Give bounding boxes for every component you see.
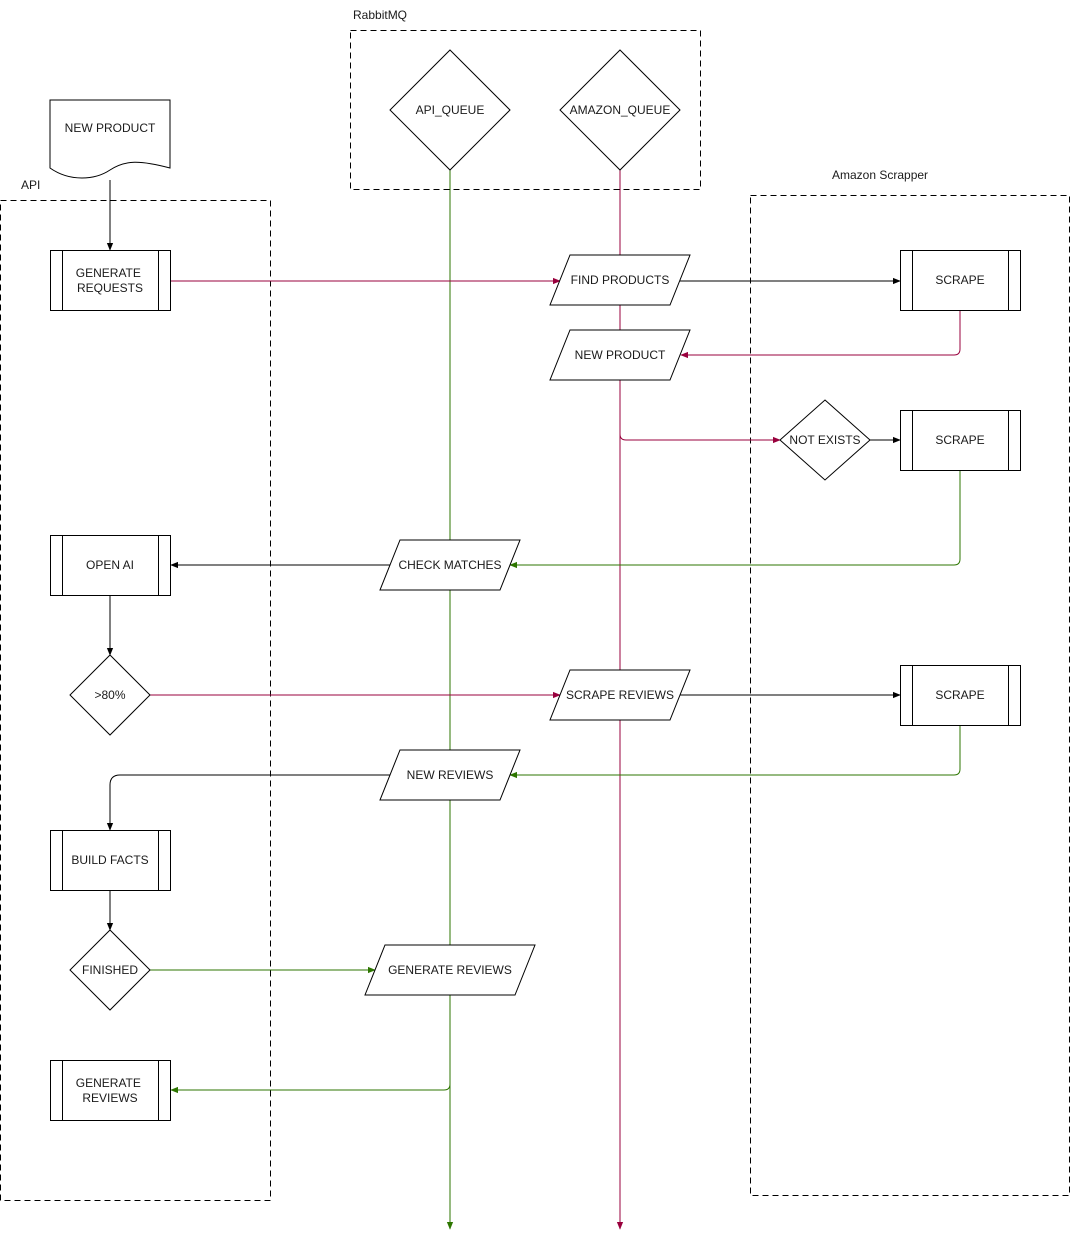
new-product-message-label: NEW PRODUCT xyxy=(575,348,666,362)
gt80-label: >80% xyxy=(94,688,125,702)
build-facts-process: BUILD FACTS xyxy=(50,830,171,891)
not-exists-label: NOT EXISTS xyxy=(789,433,860,447)
edge-scrape2-to-checkmatches xyxy=(509,470,961,569)
amazon-queue-label: AMAZON_QUEUE xyxy=(570,103,671,117)
generate-reviews-message xyxy=(364,944,536,996)
edge-scrape3-to-newreviews xyxy=(509,725,961,779)
scrape-2-label: SCRAPE xyxy=(935,433,984,447)
api-queue-label: API_QUEUE xyxy=(416,103,485,117)
new-product-document-label: NEW PRODUCT xyxy=(65,121,156,135)
api-queue-node xyxy=(389,49,511,171)
scrape-1-label: SCRAPE xyxy=(935,273,984,287)
generate-reviews-process: GENERATE REVIEWS xyxy=(50,1060,171,1121)
rabbitmq-lane-title: RabbitMQ xyxy=(353,8,407,22)
generate-reviews-message-label: GENERATE REVIEWS xyxy=(388,963,512,977)
generate-requests-line-2: REQUESTS xyxy=(77,281,143,295)
svg-text:GENERATE REQUESTS: GENERATE REQUESTS xyxy=(76,266,144,295)
generate-requests-process: GENERATE REQUESTS xyxy=(50,250,171,311)
open-ai-process: OPEN AI xyxy=(50,535,171,596)
generate-requests-line-1: GENERATE xyxy=(76,266,141,280)
find-products-label: FIND PRODUCTS xyxy=(571,273,670,287)
scrape-reviews-label: SCRAPE REVIEWS xyxy=(566,688,674,702)
svg-text:GENERATE REVIEWS: GENERATE REVIEWS xyxy=(76,1076,144,1105)
scrape-process-2: SCRAPE xyxy=(900,410,1021,471)
not-exists-decision xyxy=(779,399,871,481)
generate-reviews-line-1: GENERATE xyxy=(76,1076,141,1090)
api-lane xyxy=(0,200,271,1201)
amazon-queue-node xyxy=(559,49,681,171)
build-facts-label: BUILD FACTS xyxy=(71,853,148,867)
find-products-message xyxy=(549,254,691,306)
check-matches-message xyxy=(379,539,521,591)
open-ai-label: OPEN AI xyxy=(86,558,134,572)
rabbitmq-lane xyxy=(350,30,701,190)
scrape-reviews-message xyxy=(549,669,691,721)
edge-apiqueue-to-generatereviews xyxy=(170,995,451,1094)
edge-scrape1-to-newproduct xyxy=(680,310,961,359)
generate-reviews-line-2: REVIEWS xyxy=(82,1091,137,1105)
finished-decision xyxy=(69,929,151,1011)
finished-label: FINISHED xyxy=(82,963,138,977)
api-lane-title: API xyxy=(21,178,40,192)
scrape-process-1: SCRAPE xyxy=(900,250,1021,311)
scrape-process-3: SCRAPE xyxy=(900,665,1021,726)
scrape-3-label: SCRAPE xyxy=(935,688,984,702)
new-reviews-label: NEW REVIEWS xyxy=(407,768,494,782)
new-product-document xyxy=(49,99,171,179)
gt80-decision xyxy=(69,654,151,736)
new-reviews-message xyxy=(379,749,521,801)
amazon-scrapper-lane-title: Amazon Scrapper xyxy=(832,168,928,182)
check-matches-label: CHECK MATCHES xyxy=(398,558,501,572)
new-product-message xyxy=(549,329,691,381)
edge-newproduct-to-notexists xyxy=(619,380,781,444)
edge-newreviews-to-buildfacts xyxy=(106,774,390,831)
